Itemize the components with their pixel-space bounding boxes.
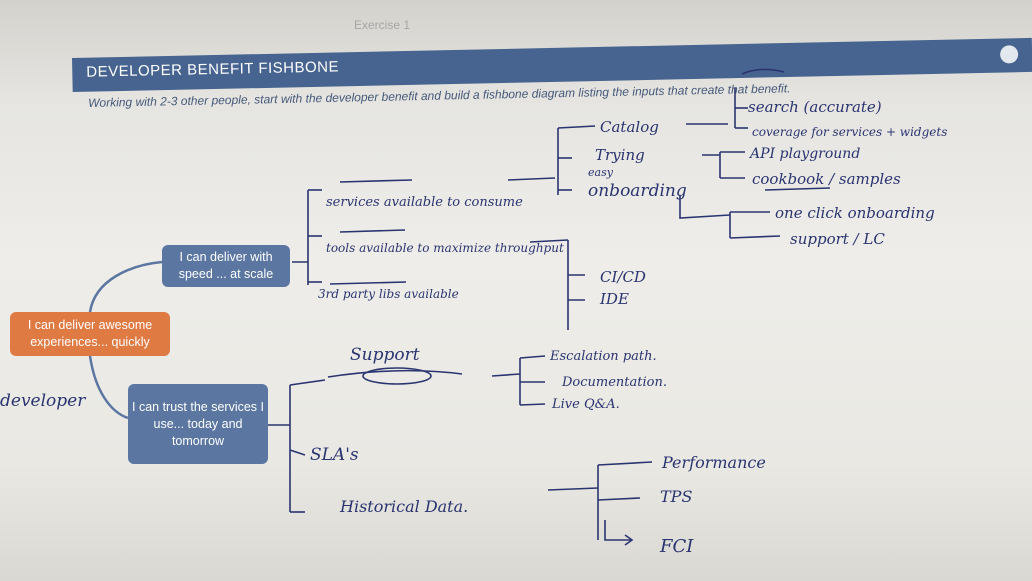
connector-branch2 — [88, 355, 129, 420]
hw-escalation: Escalation path. — [549, 349, 657, 364]
hw-coverage: coverage for services + widgets — [752, 125, 947, 139]
hw-onboarding: onboarding — [588, 181, 687, 201]
hw-ide: IDE — [599, 290, 629, 308]
hw-cookbook: cookbook / samples — [752, 170, 901, 188]
hw-tps: TPS — [660, 487, 692, 506]
exercise-label: Exercise 1 — [354, 18, 411, 32]
hw-catalog: Catalog — [600, 118, 659, 136]
branch-speed-node: I can deliver with speed ... at scale — [162, 245, 290, 287]
hw-search: search (accurate) — [748, 98, 882, 116]
connector-branch1 — [88, 260, 163, 313]
hw-one-click: one click onboarding — [775, 204, 935, 222]
hw-easy: easy — [588, 166, 614, 179]
hw-api-playground: API playground — [748, 146, 860, 162]
hw-historical: Historical Data. — [339, 497, 468, 516]
hw-cicd: CI/CD — [600, 268, 646, 286]
root-benefit-node: I can deliver awesome experiences... qui… — [10, 312, 170, 356]
branch-speed-label: I can deliver with speed ... at scale — [178, 250, 274, 281]
hw-documentation: Documentation. — [561, 375, 667, 390]
hw-support-lc: support / LC — [790, 230, 885, 248]
hw-third-party: 3rd party libs available — [318, 287, 459, 301]
hw-trying: Trying — [595, 146, 645, 164]
hw-live-qa: Live Q&A. — [551, 397, 620, 412]
hw-services-available: services available to consume — [326, 195, 523, 210]
hw-developer: developer — [0, 391, 86, 411]
hw-tools-available: tools available to maximize throughput — [326, 241, 564, 255]
hw-performance: Performance — [661, 453, 766, 472]
branch-trust-label: I can trust the services I use... today … — [132, 399, 264, 448]
ink-lines — [268, 68, 831, 546]
hw-support: Support — [350, 345, 420, 365]
hw-slas: SLA's — [310, 445, 359, 465]
root-benefit-label: I can deliver awesome experiences... qui… — [27, 318, 153, 349]
hw-fci: FCI — [659, 536, 694, 557]
branch-trust-node: I can trust the services I use... today … — [128, 384, 268, 464]
